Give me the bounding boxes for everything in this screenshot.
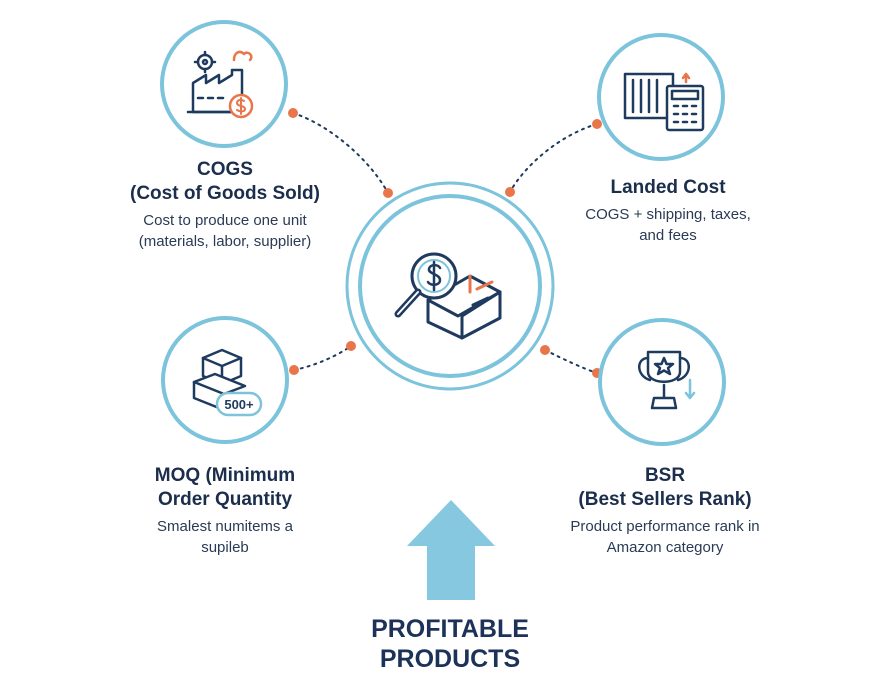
node-moq: 500+ [161, 316, 289, 444]
bsr-title-line2: (Best Sellers Rank) [578, 489, 752, 510]
magnifier-dollar-box-icon [394, 252, 502, 340]
landed-desc-line2: and fees [639, 227, 697, 244]
cogs-label: COGS (Cost of Goods Sold) Cost to produc… [100, 158, 350, 252]
landed-title: Landed Cost [610, 177, 726, 198]
factory-dollar-icon [186, 50, 254, 119]
moq-desc-line1: Smalest numitems a [157, 518, 293, 535]
container-calculator-icon [623, 72, 705, 132]
connector-bsr [540, 345, 602, 378]
connector-cogs [288, 108, 393, 198]
node-landed [597, 33, 725, 161]
cogs-desc-line1: Cost to produce one unit [143, 212, 307, 229]
bsr-desc-line2: Amazon category [606, 539, 724, 556]
node-bsr [598, 318, 726, 446]
connector-landed [505, 119, 602, 197]
footer-title: PROFITABLE PRODUCTS [330, 614, 570, 674]
bsr-desc-line1: Product performance rank in [570, 518, 760, 535]
moq-badge: 500+ [224, 397, 254, 412]
landed-desc-line1: COGS + shipping, taxes, [585, 206, 751, 223]
cogs-title-line1: COGS [197, 159, 253, 180]
center-hub [345, 181, 555, 391]
moq-title-line2: Order Quantity [157, 489, 293, 510]
footer-line1: PROFITABLE [371, 615, 529, 643]
moq-label: MOQ (Minimum Order Quantity Smalest numi… [110, 464, 340, 558]
footer-line2: PRODUCTS [379, 645, 521, 673]
trophy-star-icon [638, 350, 696, 410]
cogs-desc-line2: (materials, labor, supplier) [138, 233, 312, 250]
cogs-title-line2: (Cost of Goods Sold) [130, 183, 320, 204]
moq-title-line1: MOQ (Minimum [154, 465, 296, 486]
moq-desc-line2: supileb [201, 539, 249, 556]
bsr-title-line1: BSR [644, 465, 686, 486]
up-arrow [407, 500, 495, 600]
node-cogs [160, 20, 288, 148]
bsr-label: BSR (Best Sellers Rank) Product performa… [540, 464, 790, 558]
boxes-500-icon [192, 348, 263, 417]
landed-label: Landed Cost COGS + shipping, taxes, and … [548, 176, 788, 246]
connector-moq [289, 341, 356, 375]
